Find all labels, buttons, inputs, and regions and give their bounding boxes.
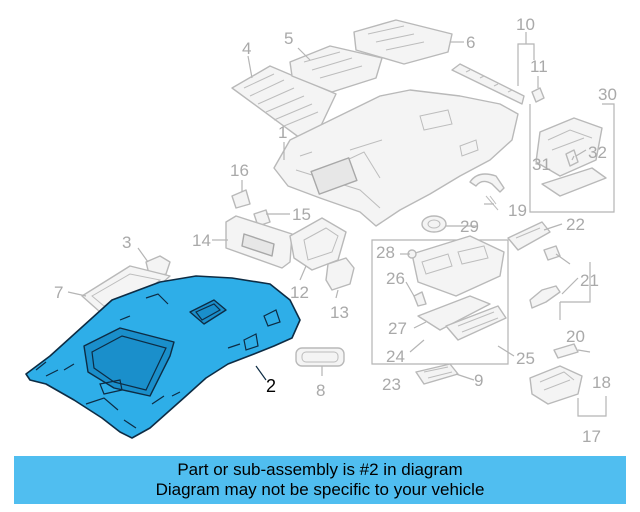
callout-14: 14	[192, 231, 211, 250]
part-2-headliner-highlighted	[25, 275, 301, 439]
callout-11: 11	[530, 57, 548, 76]
leader-lines	[67, 32, 591, 381]
callout-4: 4	[242, 39, 251, 58]
part-18-lamp	[529, 365, 607, 417]
callout-10: 10	[516, 15, 535, 34]
info-banner: Part or sub-assembly is #2 in diagram Di…	[14, 456, 626, 504]
callout-16: 16	[230, 161, 249, 180]
callout-31: 31	[532, 155, 551, 174]
part-16-coat-hook	[231, 189, 251, 209]
callout-25: 25	[516, 349, 535, 368]
part-1-headliner-ghost	[273, 89, 519, 227]
part-22-lamp	[507, 221, 551, 251]
part-4-insulation-pad	[231, 65, 337, 139]
part-21-switch-group	[529, 245, 591, 359]
part-11-clip	[531, 87, 545, 103]
part-8-lens	[295, 347, 345, 367]
callout-15: 15	[292, 205, 311, 224]
callout-23: 23	[382, 375, 401, 394]
part-6-insulation-pad	[353, 19, 453, 65]
callout-12: 12	[290, 283, 309, 302]
callout-21: 21	[580, 271, 599, 290]
callout-18: 18	[592, 373, 611, 392]
banner-line-2: Diagram may not be specific to your vehi…	[155, 480, 485, 499]
banner-line-1: Part or sub-assembly is #2 in diagram	[177, 460, 463, 479]
callout-6: 6	[466, 33, 475, 52]
part-29-lamp	[421, 215, 447, 233]
callout-8: 8	[316, 381, 325, 400]
part-19-grab-handle	[469, 173, 505, 211]
callout-27: 27	[388, 319, 407, 338]
callout-22: 22	[566, 215, 585, 234]
callout-1: 1	[278, 123, 287, 142]
parts-diagram: 1 2 3 4 5 6 7 8 9 10 11 12 13 14 15 16 1…	[25, 15, 617, 446]
callout-17: 17	[582, 427, 601, 446]
callout-5: 5	[284, 29, 293, 48]
callout-32: 32	[588, 143, 607, 162]
callout-20: 20	[566, 327, 585, 346]
part-14-sun-visor	[225, 215, 293, 269]
part-13-lamp	[325, 257, 355, 291]
callout-26: 26	[386, 269, 405, 288]
part-23-console-group	[371, 235, 509, 365]
callout-7: 7	[54, 283, 63, 302]
part-30-console-group	[529, 103, 615, 213]
callout-28: 28	[376, 243, 395, 262]
callout-9: 9	[474, 371, 483, 390]
callout-24: 24	[386, 347, 405, 366]
part-10-roof-rail	[451, 63, 525, 105]
callout-2: 2	[266, 376, 276, 396]
callout-3: 3	[122, 233, 131, 252]
callout-29: 29	[460, 217, 479, 236]
part-9-lens	[415, 363, 459, 385]
part-5-insulation-pad	[289, 45, 383, 93]
callout-30: 30	[598, 85, 617, 104]
callout-labels: 1 2 3 4 5 6 7 8 9 10 11 12 13 14 15 16 1…	[54, 15, 617, 446]
callout-13: 13	[330, 303, 349, 322]
callout-19: 19	[508, 201, 527, 220]
